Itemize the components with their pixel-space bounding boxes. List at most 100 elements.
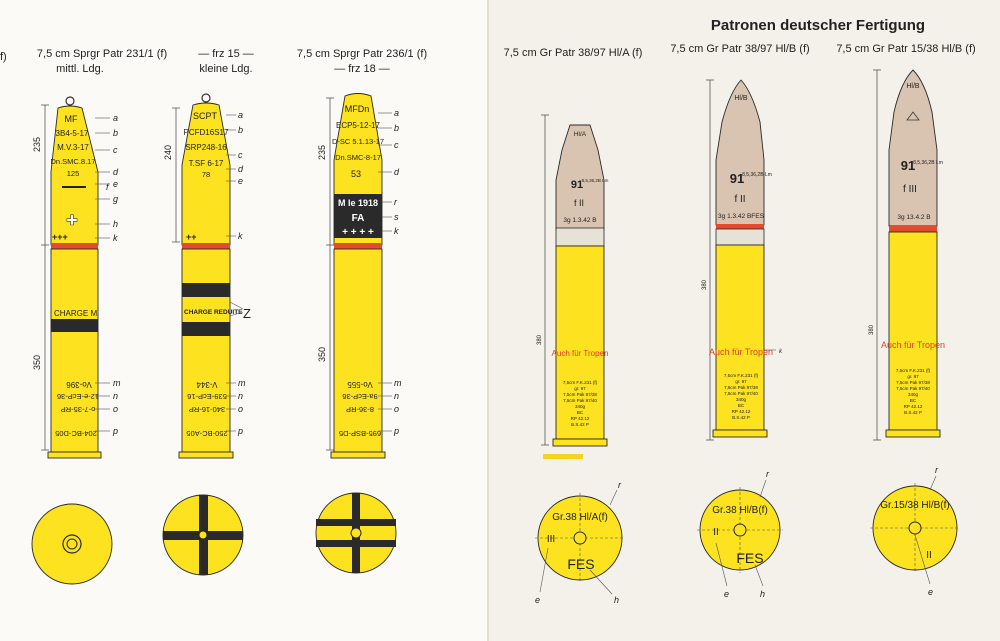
svg-text:350: 350: [32, 355, 42, 370]
heading-shell-1: 7,5 cm Sprgr Patr 231/1 (f): [37, 48, 167, 60]
svg-text:Hl/A: Hl/A: [574, 131, 587, 138]
svg-text:7,5cm Pak 97/40: 7,5cm Pak 97/40: [563, 398, 597, 403]
svg-text:7,5cm Pak 97/40: 7,5cm Pak 97/40: [896, 386, 930, 391]
svg-text:CHARGE M: CHARGE M: [54, 309, 97, 318]
svg-text:a: a: [113, 113, 118, 123]
svg-text:7,5cm Pak 97/38: 7,5cm Pak 97/38: [896, 380, 930, 385]
heading-shell-1-sub: mittl. Ldg.: [56, 63, 104, 75]
svg-text:SRP248-16: SRP248-16: [185, 143, 227, 152]
svg-text:k: k: [394, 226, 399, 236]
round-5: 380 Hl/B 91 8,5,36,2B Lm f II 3g 1.3.42 …: [702, 79, 783, 441]
svg-text:f II: f II: [734, 194, 745, 205]
svg-text:gr. 97: gr. 97: [735, 379, 747, 384]
svg-text:91: 91: [730, 171, 744, 186]
triangle-mark: [906, 111, 920, 121]
svg-text:350: 350: [317, 347, 327, 362]
cartridge-case: [715, 244, 765, 431]
svg-text:380: 380: [869, 324, 875, 335]
case-rim: [712, 429, 768, 438]
svg-text:3B4-5-17: 3B4-5-17: [56, 129, 89, 138]
shell-2: 240 ++ SCPT PCFD16S17 SRP248-16 T.SF 6-1…: [163, 93, 251, 459]
base-view-4: Gr.38 Hl/A(f) III FES r e h: [535, 480, 625, 605]
svg-text:f III: f III: [903, 184, 917, 195]
case-rim: [885, 429, 941, 438]
svg-text:o-7-35-RP: o-7-35-RP: [61, 405, 96, 414]
charge-band-upper: [182, 283, 230, 297]
svg-text:M le 1918: M le 1918: [338, 198, 378, 208]
svg-text:Gr.38 Hl/A(f): Gr.38 Hl/A(f): [552, 512, 608, 523]
svg-text:240: 240: [163, 145, 173, 160]
svg-text:Gr.15/38 Hl/B(f): Gr.15/38 Hl/B(f): [880, 500, 949, 511]
svg-text:250-BC-A05: 250-BC-A05: [186, 429, 227, 438]
svg-text:s: s: [394, 212, 399, 222]
svg-text:o: o: [113, 404, 118, 414]
round-4: 380 Hl/A 91 8,5,36,2B Lm f II 3g 1.3.42 …: [537, 114, 609, 447]
driving-band: [716, 224, 764, 229]
svg-text:M.V.3-17: M.V.3-17: [57, 143, 89, 152]
svg-text:BC: BC: [738, 403, 745, 408]
heading-shell-3-sub: — frz 18 —: [334, 63, 390, 75]
svg-text:340g: 340g: [575, 404, 586, 409]
svg-text:r: r: [618, 480, 622, 490]
svg-text:Gr.38 Hl/B(f): Gr.38 Hl/B(f): [712, 505, 768, 516]
svg-text:B.S.42 P: B.S.42 P: [904, 410, 922, 415]
svg-text:+ + + +: + + + +: [342, 227, 374, 238]
svg-text:BC: BC: [910, 398, 917, 403]
svg-text:a: a: [394, 108, 399, 118]
svg-text:Auch für Tropen: Auch für Tropen: [552, 349, 609, 358]
svg-text:Dn.SMC-8-17: Dn.SMC-8-17: [335, 153, 381, 162]
svg-text:c: c: [238, 150, 243, 160]
svg-text:RP 42.12: RP 42.12: [904, 404, 923, 409]
svg-text:e: e: [535, 595, 540, 605]
svg-text:III: III: [547, 534, 555, 545]
svg-text:p: p: [393, 426, 399, 436]
svg-text:f II: f II: [574, 198, 584, 208]
svg-text:235: 235: [32, 137, 42, 152]
svg-text:8,5,36,2B Lm: 8,5,36,2B Lm: [913, 160, 943, 166]
svg-text:Auch für Tropen: Auch für Tropen: [709, 347, 773, 357]
svg-text:b: b: [394, 123, 399, 133]
svg-text:MF: MF: [65, 114, 78, 124]
base-view-3: [315, 492, 397, 574]
case-rim: [178, 451, 234, 459]
svg-text:91: 91: [571, 179, 583, 191]
svg-text:FA: FA: [352, 213, 365, 224]
svg-text:r: r: [935, 465, 939, 475]
heading-shell-2: — frz 15 —: [198, 48, 254, 60]
svg-text:RP 42.12: RP 42.12: [571, 416, 590, 421]
svg-text:Dn.SMC.8.17: Dn.SMC.8.17: [50, 157, 95, 166]
svg-text:Auch für Tropen: Auch für Tropen: [881, 340, 945, 350]
svg-text:m: m: [113, 378, 121, 388]
svg-text:h: h: [113, 219, 118, 229]
driving-band: [889, 226, 937, 232]
fuze-ring: [201, 93, 211, 103]
svg-text:n: n: [394, 391, 399, 401]
svg-text:91: 91: [901, 158, 915, 173]
svg-text:Z: Z: [243, 306, 251, 321]
svg-text:Vo-555: Vo-555: [347, 380, 373, 389]
svg-text:II: II: [713, 527, 719, 538]
shell-3: 235 350 MFDn ECP5-12-17 D-SC 5.1.13-17 D…: [317, 93, 402, 459]
svg-text:+++: +++: [52, 232, 68, 242]
base-view-1: [31, 503, 113, 585]
fuze-ring: [65, 96, 75, 106]
heading-shell-4: 7,5 cm Gr Patr 38/97 Hl/A (f): [504, 47, 643, 59]
svg-text:gr. 97: gr. 97: [574, 386, 586, 391]
svg-text:235: 235: [317, 145, 327, 160]
marking-block: [334, 194, 382, 238]
svg-text:m: m: [394, 378, 402, 388]
case-rim: [47, 451, 102, 459]
svg-text:3g 13.4.2 B: 3g 13.4.2 B: [897, 214, 930, 221]
svg-text:p: p: [237, 426, 243, 436]
svg-text:8,5,36,2B Lm: 8,5,36,2B Lm: [582, 178, 609, 183]
svg-text:Vo-396: Vo-396: [66, 380, 92, 389]
svg-text:r: r: [766, 469, 770, 479]
svg-text:3g 1.3.42 BFES: 3g 1.3.42 BFES: [718, 213, 765, 220]
svg-text:k: k: [779, 349, 783, 355]
svg-text:7,5cm F.K.231 (f): 7,5cm F.K.231 (f): [563, 380, 598, 385]
svg-text:ECP5-12-17: ECP5-12-17: [336, 121, 381, 130]
cartridge-case: [50, 248, 99, 453]
svg-text:e: e: [928, 587, 933, 597]
driving-band: [334, 243, 382, 249]
